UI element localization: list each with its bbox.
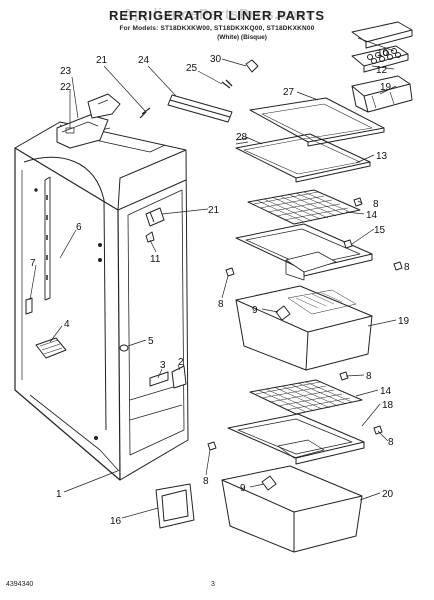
callout-24: 22 [60,82,72,93]
color-variants: (White) (Bisque) [217,34,267,41]
callout-8-b: 8 [404,262,410,273]
shelf-frame-13 [235,133,371,183]
bracket-22 [145,207,165,227]
channel-26 [167,94,233,123]
callout-12: 12 [376,65,388,76]
callout-26: 24 [138,55,150,66]
callout-15: 15 [374,225,386,236]
callout-16: 16 [110,516,122,527]
callout-14-a: 14 [366,210,378,221]
document-code: 4394340 [6,581,34,588]
callout-6: 6 [76,222,82,233]
callout-29: 28 [236,132,248,143]
callout-8-e: 8 [388,437,394,448]
refrigerator-liner-cabinet [14,121,189,481]
callout-14-b: 14 [380,386,392,397]
model-list: For Models: ST18DKXKW00, ST18DKXKQ00, ST… [119,25,315,32]
button-5 [119,344,129,352]
socket-7 [25,297,33,315]
bracket-3 [149,371,169,387]
watermark: AppliancePartsPros.com [122,6,312,23]
callout-8-a: 8 [373,199,379,210]
trim-29 [235,137,249,145]
wire-shelf-14b [249,379,363,415]
callout-7: 7 [30,258,36,269]
callout-9-a: 9 [252,305,258,316]
callout-18: 18 [382,400,394,411]
wire-shelf-14a [247,189,361,225]
callout-22: 21 [208,205,220,216]
page-number: 3 [211,581,215,588]
light-cover-4 [35,337,67,359]
clip-30 [245,59,259,73]
dairy-cover-10 [351,21,413,49]
callout-labels: 10 12 19 27 28 13 8 14 15 8 8 9 19 8 14 … [30,48,410,527]
callout-21: 19 [380,82,392,93]
callout-25: 23 [60,66,72,77]
crisper-drawer-20 [221,465,363,553]
shelf-28 [249,97,385,147]
callout-13: 13 [376,151,388,162]
callout-28: 27 [283,87,295,98]
leader-lines [29,37,397,519]
callout-3: 3 [160,360,166,371]
callout-2: 2 [178,357,184,368]
page-title: REFRIGERATOR LINER PARTS [108,8,326,23]
control-housing [56,93,121,149]
callout-23: 21 [96,55,108,66]
insert-16 [155,483,195,529]
callout-19: 19 [398,316,410,327]
callout-27: 25 [186,63,198,74]
clips [207,197,403,491]
callout-10: 10 [377,48,389,59]
screw-23 [139,107,151,119]
callout-8-f: 8 [203,476,209,487]
crisper-drawer-19 [235,251,373,371]
callout-20: 20 [382,489,394,500]
callout-1: 1 [56,489,62,500]
crisper-frame-18 [227,413,365,465]
callout-11: 11 [150,254,161,265]
callout-4: 4 [64,319,70,330]
callout-9-b: 9 [240,483,246,494]
callout-8-c: 8 [218,299,224,310]
callout-30: 30 [210,54,222,65]
callout-5: 5 [148,336,154,347]
screw-11 [145,231,155,243]
screw-27 [221,79,233,89]
bracket-2 [171,365,187,389]
dairy-bin-21 [351,75,413,113]
callout-8-d: 8 [366,371,372,382]
